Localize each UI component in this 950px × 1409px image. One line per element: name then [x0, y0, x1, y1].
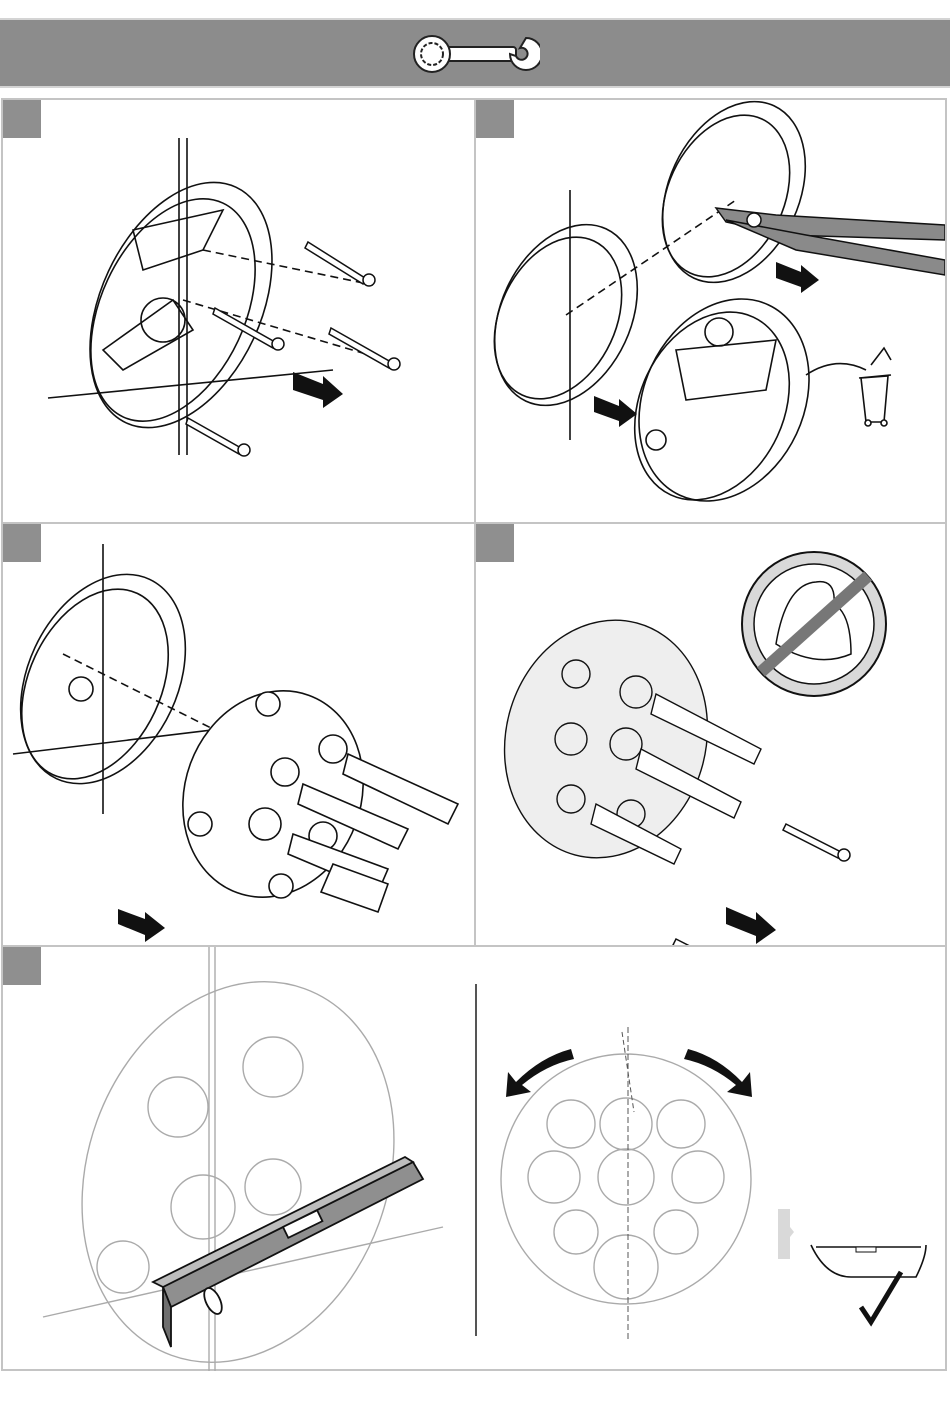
step-3-panel: [3, 524, 474, 945]
spirit-level-icon: [153, 1157, 423, 1347]
step-2-panel: [476, 100, 945, 522]
instructions-frame: [1, 98, 947, 1371]
arrow-right-icon: [118, 909, 165, 942]
valve-body-icon: [154, 665, 458, 923]
cover-removal-illustration: [476, 100, 945, 522]
checkmark-icon: [861, 1272, 901, 1322]
step-4-panel: [476, 524, 945, 945]
leveling-illustration: [3, 947, 474, 1371]
header-bar: [0, 18, 950, 88]
step-6-panel: [476, 947, 945, 1371]
step-1-panel: [3, 100, 474, 522]
arrow-left-icon: [726, 907, 776, 944]
arrow-right-icon: [594, 396, 637, 427]
no-force-icon: [742, 552, 886, 696]
wrench-gear-icon: [410, 33, 540, 77]
cover-install-illustration: [3, 524, 474, 945]
screw-icon: [186, 242, 400, 456]
pliers-icon: [716, 208, 945, 275]
arrow-right-icon: [776, 262, 819, 293]
arrow-right-icon: [293, 372, 343, 408]
valve-mount-illustration: [476, 524, 945, 945]
rotate-arrows-icon: [506, 1049, 752, 1097]
alignment-check-illustration: [476, 947, 945, 1371]
trash-bin-icon: [859, 348, 891, 426]
escutcheon-removal-illustration: [3, 100, 474, 522]
step-5-panel: [3, 947, 474, 1371]
